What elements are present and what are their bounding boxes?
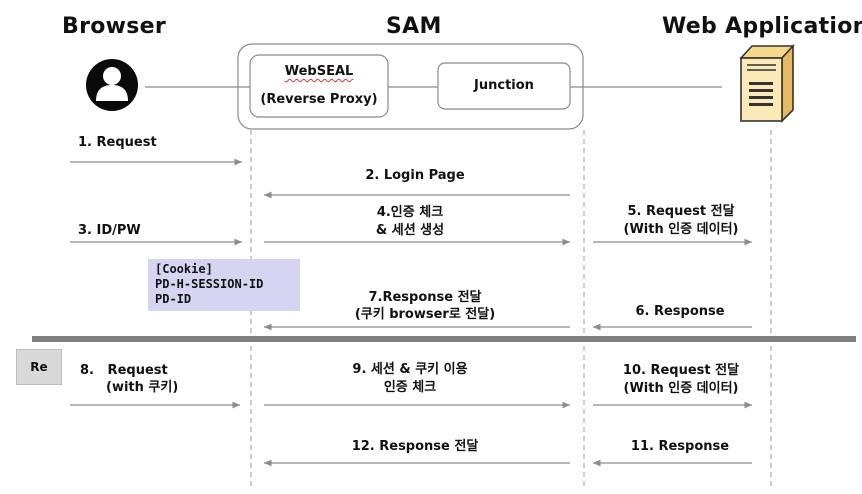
junction-box	[437, 62, 571, 110]
step-9-label-line1: 9. 세션 & 쿠키 이용	[352, 362, 468, 377]
header-web-application: Web Application	[662, 14, 862, 39]
step-9-label-line2: 인증 체크	[383, 380, 437, 395]
step-8-label-line2: (with 쿠키)	[106, 380, 179, 395]
step-2-label: 2. Login Page	[365, 168, 465, 183]
webseal-name: WebSEAL	[284, 64, 354, 79]
step-7-label-line1: 7.Response 전달	[368, 290, 482, 305]
re-tag: Re	[16, 349, 62, 385]
step-12-label: 12. Response 전달	[351, 439, 479, 454]
step-4-label-line2: & 세션 생성	[375, 223, 445, 238]
step-11-label: 11. Response	[630, 439, 730, 454]
cookie-note-title: [Cookie]	[155, 262, 213, 276]
step-7-label-line2: (쿠키 browser로 전달)	[354, 307, 496, 322]
header-browser: Browser	[62, 14, 167, 39]
webseal-role: (Reverse Proxy)	[260, 92, 378, 107]
cookie-note: [Cookie] PD-H-SESSION-ID PD-ID	[148, 259, 300, 311]
user-avatar-icon	[86, 59, 138, 111]
cookie-note-pd-id: PD-ID	[155, 292, 192, 306]
step-4-label-line1: 4.인증 체크	[376, 205, 444, 220]
step-3-label: 3. ID/PW	[78, 223, 141, 238]
server-icon	[739, 43, 795, 123]
step-5-label-line1: 5. Request 전달	[627, 204, 735, 219]
step-10-label-line1: 10. Request 전달	[622, 363, 740, 378]
webseal-box	[249, 54, 389, 118]
step-10-label-line2: (With 인증 데이터)	[623, 381, 739, 396]
header-sam: SAM	[386, 14, 442, 39]
step-1-label: 1. Request	[78, 135, 157, 150]
step-8-label-line1: 8. Request	[80, 363, 168, 378]
junction-label: Junction	[474, 78, 534, 93]
cookie-note-session-id: PD-H-SESSION-ID	[155, 277, 264, 291]
step-5-label-line2: (With 인증 데이터)	[623, 222, 739, 237]
step-6-label: 6. Response	[635, 304, 725, 319]
webseal-label: WebSEAL	[250, 61, 388, 83]
section-divider	[32, 336, 856, 342]
